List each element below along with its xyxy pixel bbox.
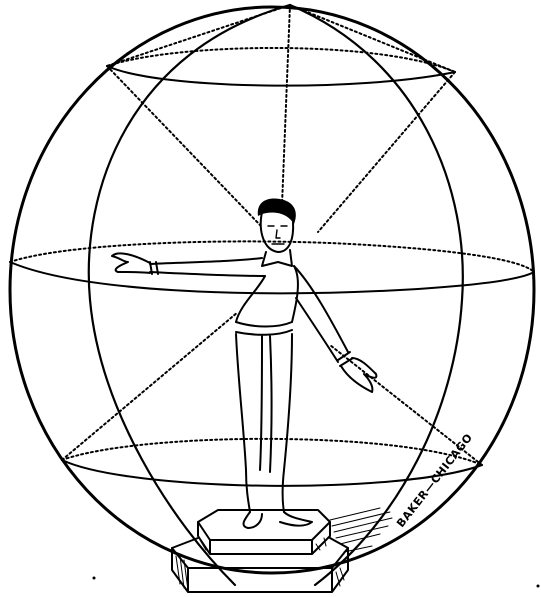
diagonal-upper-right (318, 72, 455, 232)
left-arm-lower (150, 272, 265, 276)
pedestal (172, 508, 392, 592)
torso-left (236, 276, 265, 322)
right-arm-inner (296, 298, 338, 362)
leg-inner (260, 336, 272, 472)
sphere (10, 5, 534, 585)
feet (244, 512, 312, 528)
right-arm-outer (294, 266, 348, 352)
print-speck (537, 585, 540, 588)
diagonal-pole-right (290, 5, 455, 72)
print-speck (93, 577, 96, 580)
diagonal-upper-left (107, 66, 260, 225)
belt (236, 322, 292, 335)
meridian-left-arc (89, 5, 290, 585)
left-arm-upper (150, 258, 262, 264)
pedestal-top-face (198, 510, 330, 540)
hair (258, 199, 296, 224)
axis-top (282, 5, 290, 205)
left-hand (112, 253, 150, 273)
pedestal-top-side (198, 522, 330, 554)
diagonal-lower-left (62, 312, 238, 460)
bottom-latitude-front (62, 460, 482, 486)
